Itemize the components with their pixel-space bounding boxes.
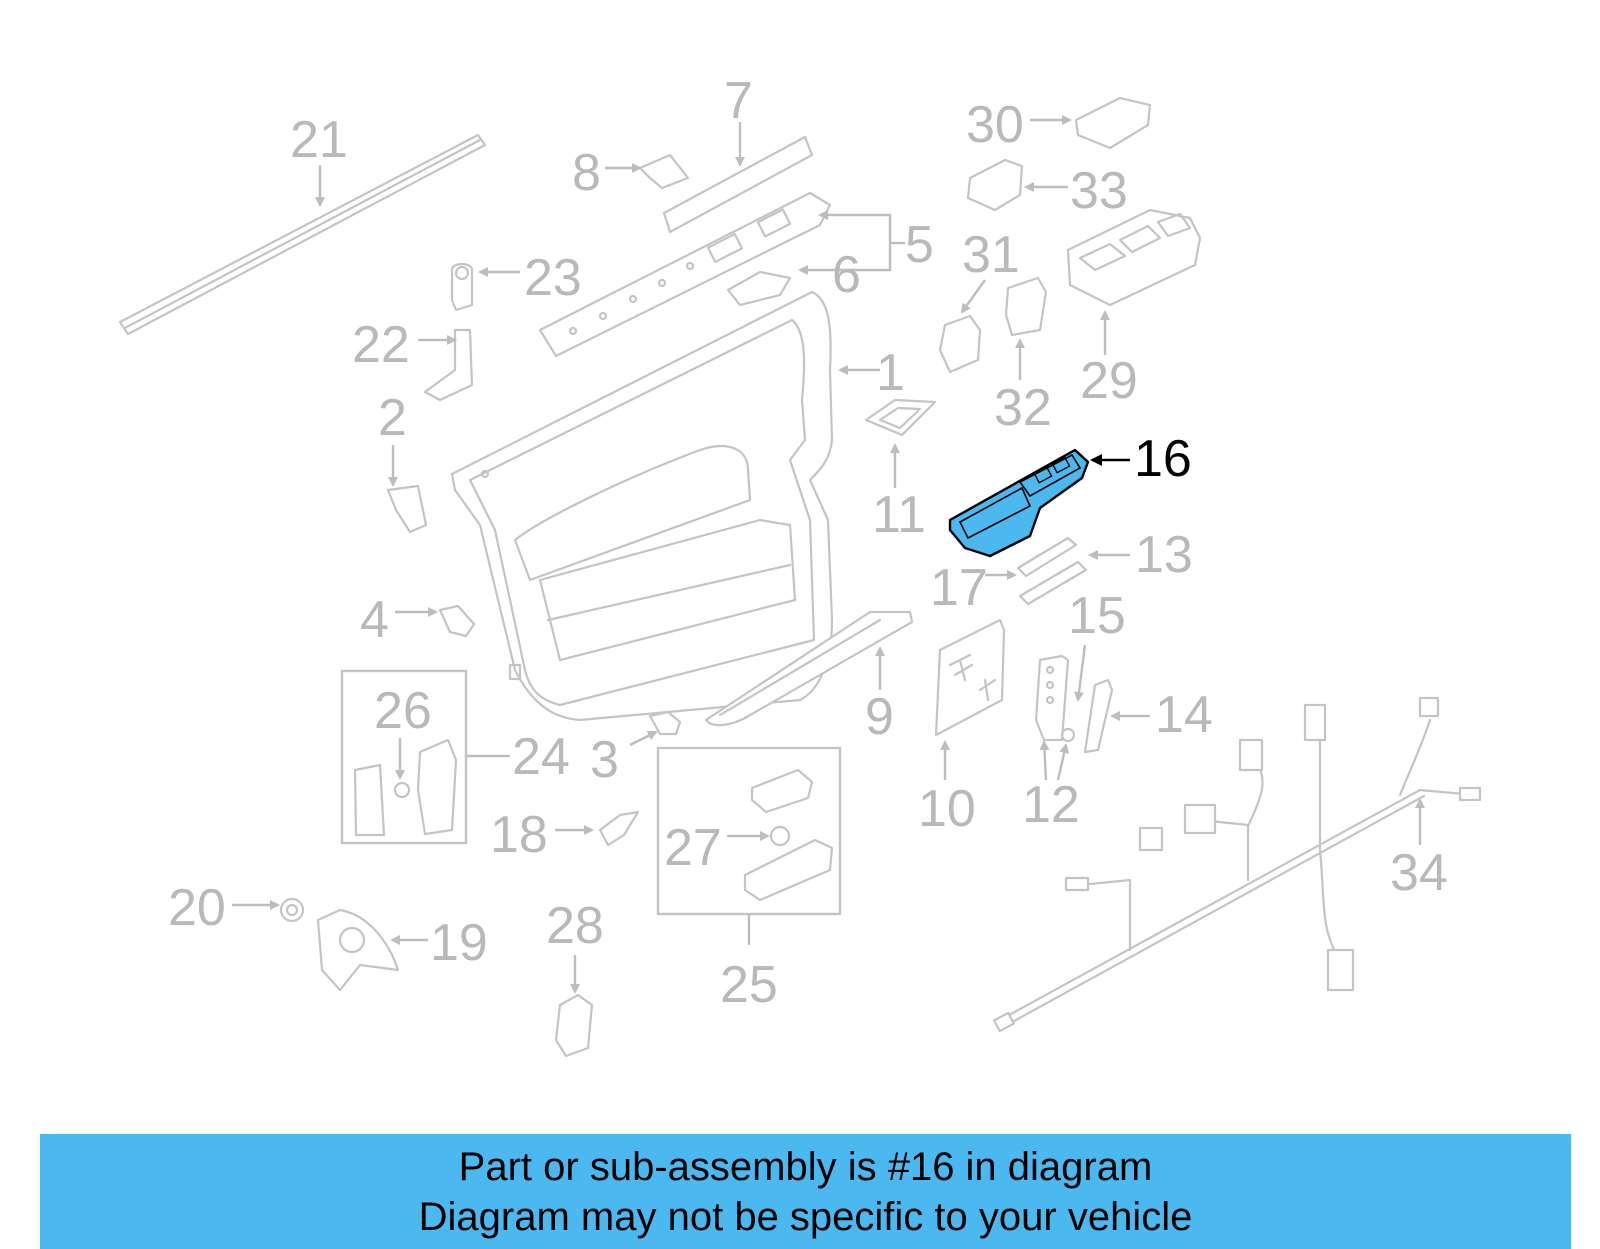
label-3: 3 [590,731,619,789]
part-25-27-box: 27 25 [656,746,842,1014]
banner-line-1: Part or sub-assembly is #16 in diagram [458,1144,1153,1189]
part-12-14-15-handle: 15 14 12 [1022,587,1213,834]
part-31-32-switches: 31 32 [938,226,1052,437]
part-10-grille: 10 [918,618,1006,838]
label-18: 18 [490,806,548,864]
label-8: 8 [572,144,601,202]
label-21: 21 [290,111,348,169]
label-4: 4 [360,591,389,649]
label-9: 9 [865,688,894,746]
part-23-22-bracket: 23 22 [352,249,582,402]
label-16: 16 [1134,430,1192,488]
label-25: 25 [720,956,778,1014]
part-8-clip: 8 [572,144,690,202]
part-2-clip: 2 [378,389,428,534]
label-24: 24 [512,728,570,786]
label-12: 12 [1022,776,1080,834]
label-11: 11 [872,486,926,544]
label-6: 6 [832,246,861,304]
part-24-26-box: 26 24 [340,669,570,845]
label-7: 7 [724,72,753,130]
label-2: 2 [378,389,407,447]
part-1-door-panel: 1 [450,290,905,722]
part-11-bezel: 11 [864,398,937,544]
banner-line-2: Diagram may not be specific to your vehi… [418,1194,1193,1239]
label-19: 19 [430,914,488,972]
label-32: 32 [994,379,1052,437]
part-18-clip: 18 [490,806,640,864]
label-15: 15 [1068,587,1126,645]
label-10: 10 [918,780,976,838]
label-5: 5 [905,216,934,274]
part-3-screw: 3 [590,710,682,789]
label-20: 20 [168,879,226,937]
label-34: 34 [1390,844,1448,902]
part-16-switch-panel: 16 [948,430,1192,558]
part-9-armrest-pad: 9 [704,610,914,746]
part-5-armrest-trim: 5 6 [538,191,934,358]
part-13-17-trim: 13 17 [930,526,1193,617]
info-banner: Part or sub-assembly is #16 in diagram D… [40,1134,1571,1249]
label-17: 17 [930,559,988,617]
label-33: 33 [1070,162,1128,220]
label-30: 30 [966,96,1024,154]
part-30-33-switches: 30 33 [966,96,1152,220]
label-23: 23 [524,249,582,307]
part-19-20-trim: 20 19 [168,879,488,992]
label-22: 22 [352,316,410,374]
part-34-wiring-harness: 34 [993,696,1482,1033]
label-29: 29 [1080,352,1138,410]
label-27: 27 [664,819,722,877]
label-1: 1 [876,344,905,402]
label-14: 14 [1155,686,1213,744]
part-29-switch-cluster: 29 [1066,208,1202,410]
label-28: 28 [546,897,604,955]
part-21-belt-molding: 21 [118,111,487,336]
label-31: 31 [962,226,1020,284]
label-26: 26 [374,682,432,740]
part-28-clip: 28 [546,897,604,1058]
label-13: 13 [1135,526,1193,584]
part-7-molding: 7 [662,72,814,234]
part-4-clip: 4 [360,591,476,649]
